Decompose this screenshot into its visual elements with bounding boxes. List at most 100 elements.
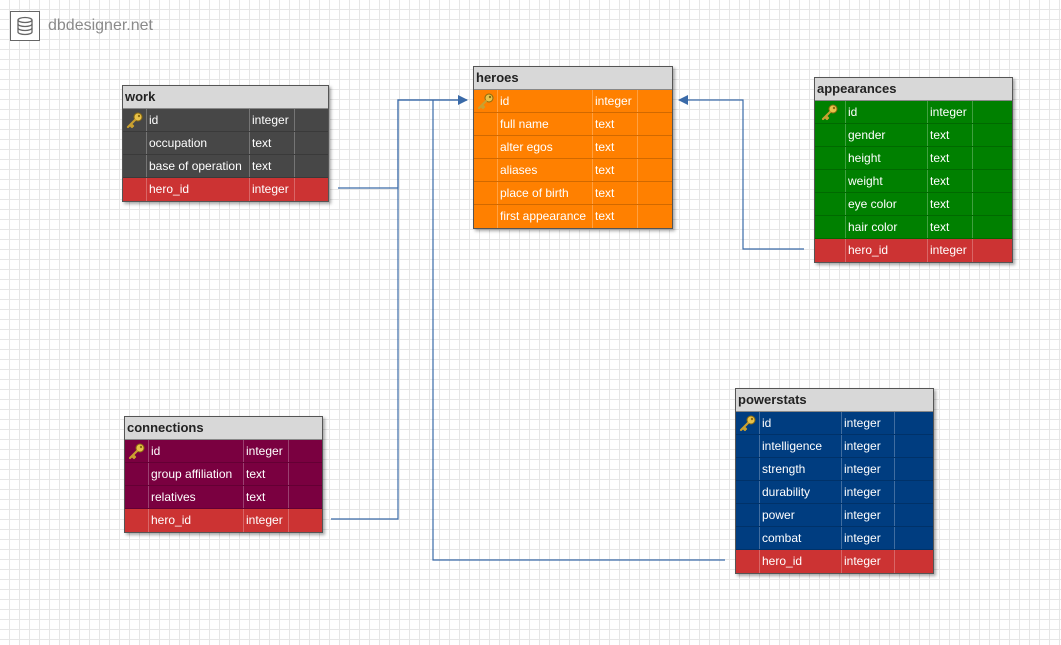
row-end-cell bbox=[637, 90, 672, 112]
row-end-cell bbox=[894, 550, 933, 573]
row-end-cell bbox=[972, 101, 1012, 123]
app-logo[interactable]: dbdesigner.net bbox=[10, 10, 153, 42]
column-name: hero_id bbox=[148, 509, 243, 532]
column-type: text bbox=[592, 205, 637, 228]
key-cell bbox=[474, 205, 497, 228]
column-type: integer bbox=[841, 527, 894, 549]
primary-key-icon bbox=[474, 90, 497, 112]
column-name: gender bbox=[845, 124, 927, 146]
row-end-cell bbox=[894, 504, 933, 526]
row-end-cell bbox=[288, 463, 322, 485]
row-end-cell bbox=[972, 170, 1012, 192]
table-title[interactable]: connections bbox=[125, 417, 322, 440]
column-type: integer bbox=[841, 481, 894, 503]
connector-work-heroes[interactable] bbox=[338, 95, 468, 189]
row-end-cell bbox=[288, 509, 322, 532]
key-cell bbox=[474, 159, 497, 181]
column-type: text bbox=[927, 170, 972, 192]
column-type: integer bbox=[841, 550, 894, 573]
column-type: integer bbox=[249, 178, 294, 201]
column-type: integer bbox=[927, 101, 972, 123]
connector-powerstats-heroes[interactable] bbox=[432, 100, 725, 561]
key-cell bbox=[736, 435, 759, 457]
row-end-cell bbox=[972, 239, 1012, 262]
column-name: id bbox=[148, 440, 243, 462]
key-cell bbox=[474, 136, 497, 158]
column-type: text bbox=[927, 147, 972, 169]
row-end-cell bbox=[637, 136, 672, 158]
connector-appearances-heroes[interactable] bbox=[678, 95, 804, 250]
database-icon bbox=[10, 11, 40, 41]
row-end-cell bbox=[972, 216, 1012, 238]
column-type: text bbox=[927, 124, 972, 146]
row-end-cell bbox=[894, 412, 933, 434]
column-type: text bbox=[927, 193, 972, 215]
column-name: id bbox=[845, 101, 927, 123]
table-title[interactable]: work bbox=[123, 86, 328, 109]
column-name: id bbox=[146, 109, 249, 131]
column-name: weight bbox=[845, 170, 927, 192]
key-cell bbox=[815, 239, 845, 262]
row-end-cell bbox=[294, 178, 328, 201]
column-name: alter egos bbox=[497, 136, 592, 158]
table-title[interactable]: powerstats bbox=[736, 389, 933, 412]
row-end-cell bbox=[288, 486, 322, 508]
row-end-cell bbox=[294, 109, 328, 131]
key-cell bbox=[815, 124, 845, 146]
column-type: text bbox=[927, 216, 972, 238]
column-name: height bbox=[845, 147, 927, 169]
connector-connections-heroes[interactable] bbox=[331, 99, 467, 520]
column-name: power bbox=[759, 504, 841, 526]
column-type: integer bbox=[841, 412, 894, 434]
column-name: place of birth bbox=[497, 182, 592, 204]
row-end-cell bbox=[972, 147, 1012, 169]
key-cell bbox=[815, 147, 845, 169]
row-end-cell bbox=[894, 435, 933, 457]
row-end-cell bbox=[972, 124, 1012, 146]
column-type: text bbox=[249, 155, 294, 177]
column-type: integer bbox=[592, 90, 637, 112]
key-cell bbox=[736, 504, 759, 526]
row-end-cell bbox=[637, 113, 672, 135]
column-type: integer bbox=[243, 440, 288, 462]
column-type: integer bbox=[927, 239, 972, 262]
table-title[interactable]: appearances bbox=[815, 78, 1012, 101]
row-end-cell bbox=[894, 458, 933, 480]
table-title[interactable]: heroes bbox=[474, 67, 672, 90]
column-type: text bbox=[243, 486, 288, 508]
row-end-cell bbox=[894, 481, 933, 503]
